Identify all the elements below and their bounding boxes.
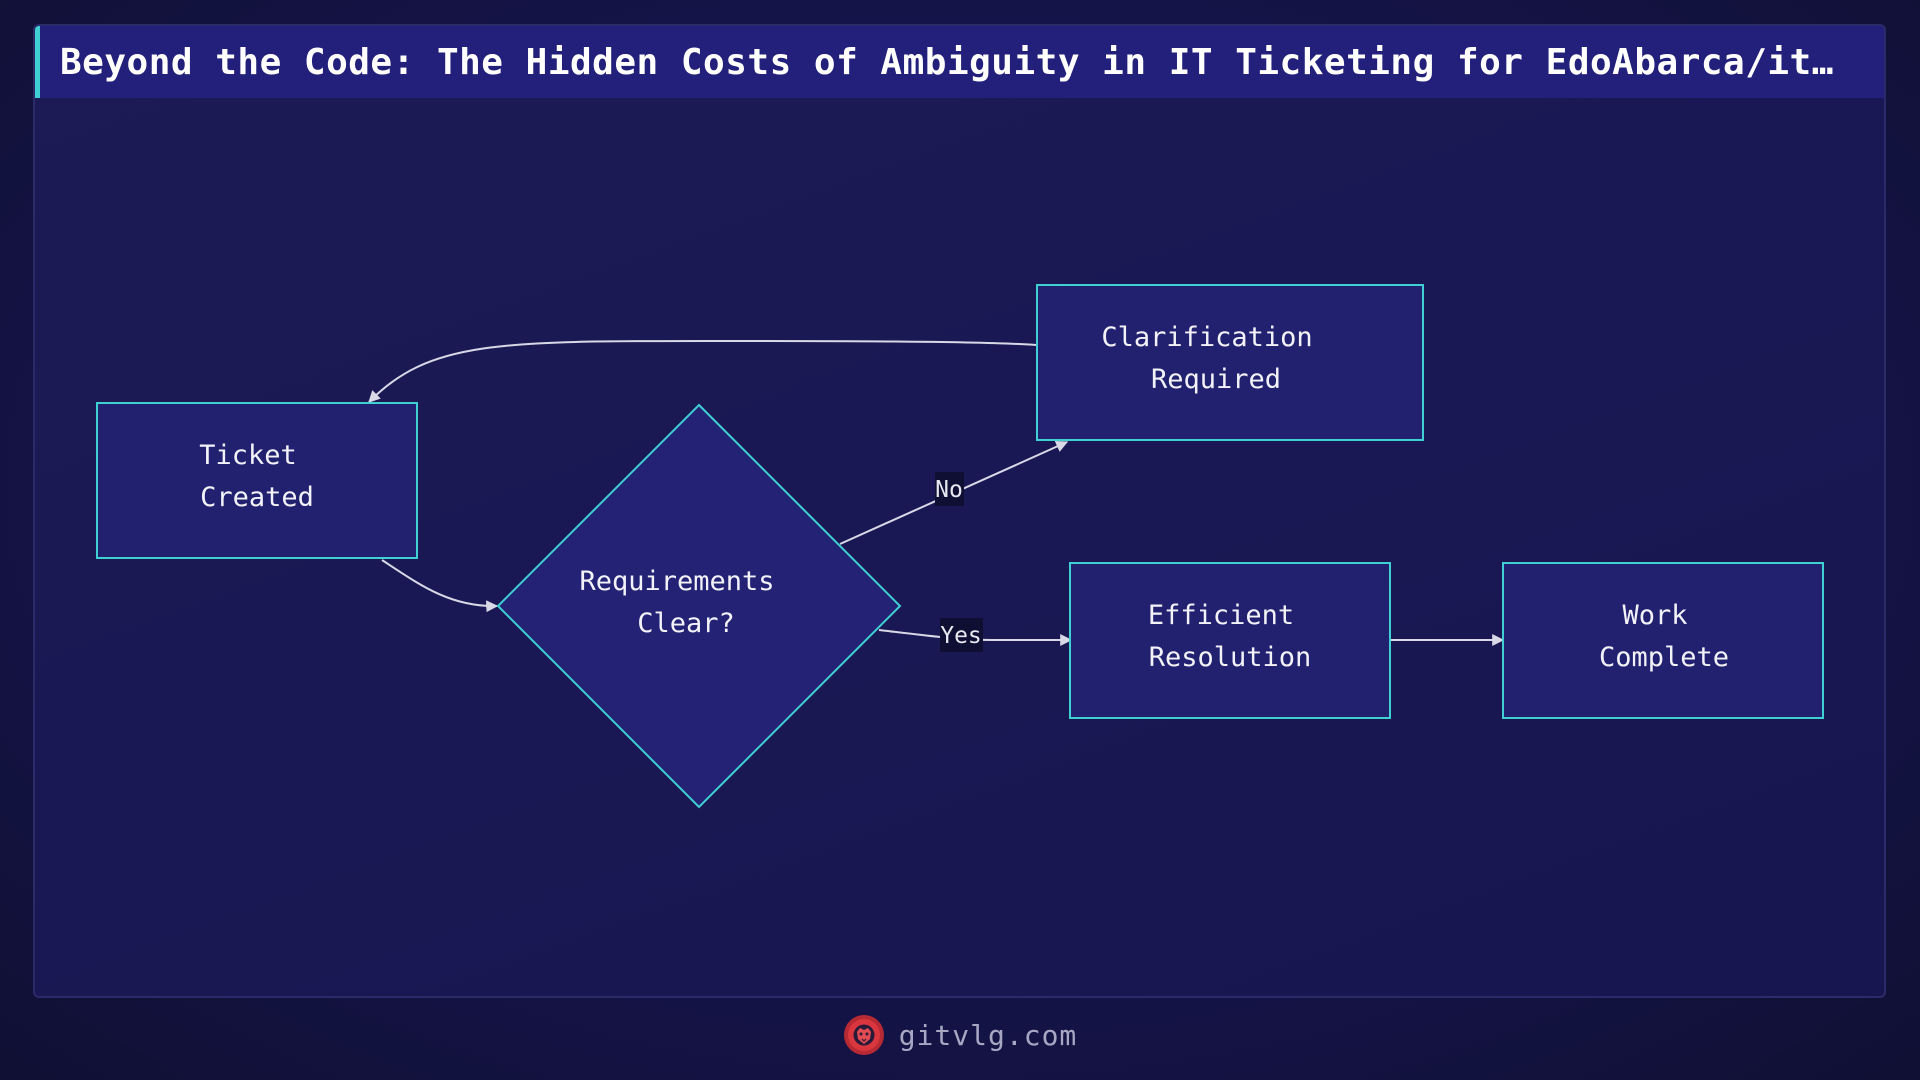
node-requirements-clear-line1: Requirements <box>579 566 774 597</box>
node-clarification-required-line1: Clarification <box>1101 322 1312 353</box>
node-efficient-resolution-line2: Resolution <box>1149 642 1312 673</box>
node-work-complete: Work Complete <box>1502 562 1824 719</box>
node-efficient-resolution-line1: Efficient <box>1148 600 1294 631</box>
edge-ticket-to-requirements <box>381 559 499 613</box>
edge-label-yes-text: Yes <box>940 623 982 649</box>
node-work-complete-line1: Work <box>1622 600 1687 631</box>
edge-label-no: No <box>935 472 964 506</box>
node-work-complete-line2: Complete <box>1599 642 1729 673</box>
title-bar: Beyond the Code: The Hidden Costs of Amb… <box>35 26 1884 98</box>
node-ticket-created-line2: Created <box>200 482 314 513</box>
node-requirements-clear: Requirements Clear? <box>496 403 902 809</box>
edge-label-no-text: No <box>935 477 963 503</box>
node-ticket-created: Ticket Created <box>96 402 418 559</box>
node-requirements-clear-line2: Clear? <box>637 608 735 639</box>
node-efficient-resolution: Efficient Resolution <box>1069 562 1391 719</box>
node-clarification-required: Clarification Required <box>1036 284 1424 441</box>
edge-clarification-to-ticket <box>368 339 1037 403</box>
footer: gitvlg.com <box>0 1010 1920 1060</box>
node-clarification-required-line2: Required <box>1151 364 1281 395</box>
lion-head-icon <box>843 1015 884 1055</box>
footer-site-link[interactable]: gitvlg.com <box>898 1018 1078 1052</box>
edge-label-yes: Yes <box>940 618 983 652</box>
node-ticket-created-line1: Ticket <box>199 440 297 471</box>
